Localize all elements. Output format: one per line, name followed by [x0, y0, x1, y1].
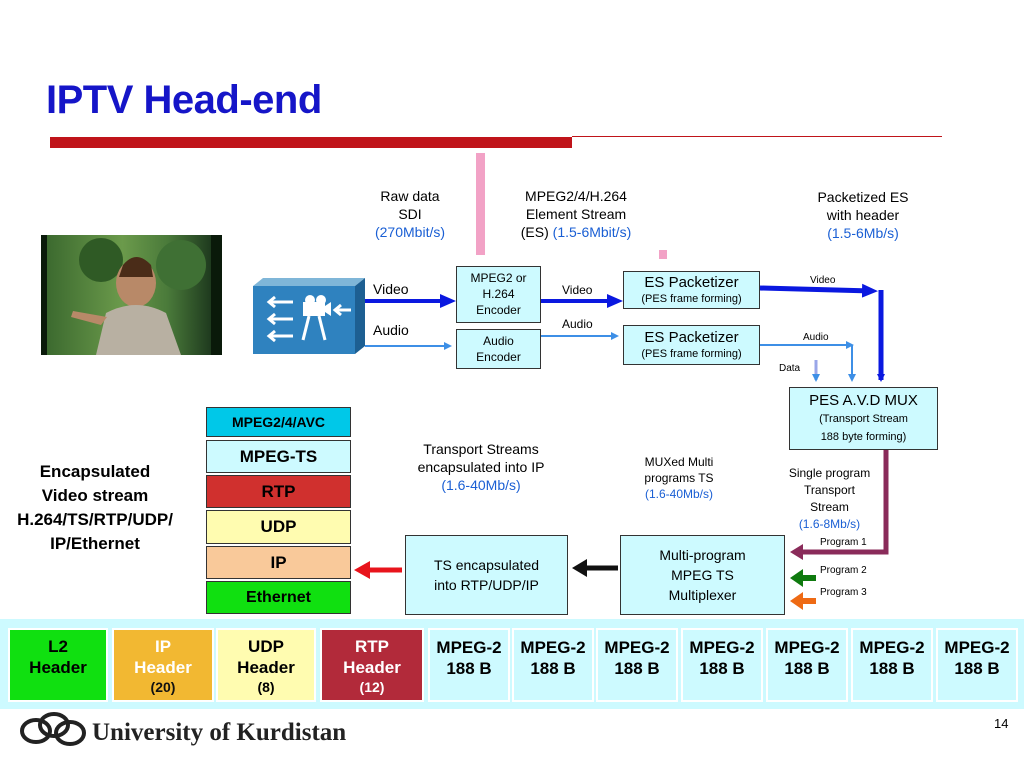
- stack-layer-mpeg: MPEG2/4/AVC: [206, 407, 351, 437]
- stack-layer-ethernet: Ethernet: [206, 581, 351, 614]
- program-1-label: Program 1: [820, 537, 867, 548]
- slide-title: IPTV Head-end: [46, 78, 322, 122]
- arrow-video-out: [759, 283, 878, 298]
- video-frame-image: [41, 235, 222, 355]
- es-packetizer-audio-box: ES Packetizer (PES frame forming): [623, 325, 760, 365]
- title-underline-thick: [50, 137, 572, 148]
- university-name: University of Kurdistan: [92, 719, 347, 746]
- stack-layer-ip: IP: [206, 546, 351, 579]
- page-number: 14: [994, 716, 1009, 731]
- stack-layer-mpeg-ts: MPEG-TS: [206, 440, 351, 473]
- audio-input-label: Audio: [373, 322, 409, 338]
- video-mid-label: Video: [562, 283, 593, 297]
- video-small-label: Video: [810, 275, 836, 286]
- program-3-label: Program 3: [820, 587, 867, 598]
- video-input-label: Video: [373, 281, 409, 297]
- stack-layer-udp: UDP: [206, 510, 351, 544]
- pink-marker-bar: [476, 153, 485, 255]
- pes-mux-box: PES A.V.D MUX (Transport Stream 188 byte…: [789, 387, 938, 450]
- es-packetizer-video-box: ES Packetizer (PES frame forming): [623, 271, 760, 309]
- university-logo-icon: [20, 712, 86, 746]
- arrow-program-1: [800, 450, 889, 555]
- program-2-label: Program 2: [820, 565, 867, 576]
- audio-mid-label: Audio: [562, 317, 593, 331]
- title-underline-thin: [572, 136, 942, 137]
- stack-layer-rtp: RTP: [206, 475, 351, 508]
- camera-icon: [253, 278, 365, 354]
- audio-small-label: Audio: [803, 332, 829, 343]
- data-small-label: Data: [779, 363, 801, 374]
- pink-marker-dot: [659, 250, 667, 259]
- video-frame-figure: [71, 238, 206, 355]
